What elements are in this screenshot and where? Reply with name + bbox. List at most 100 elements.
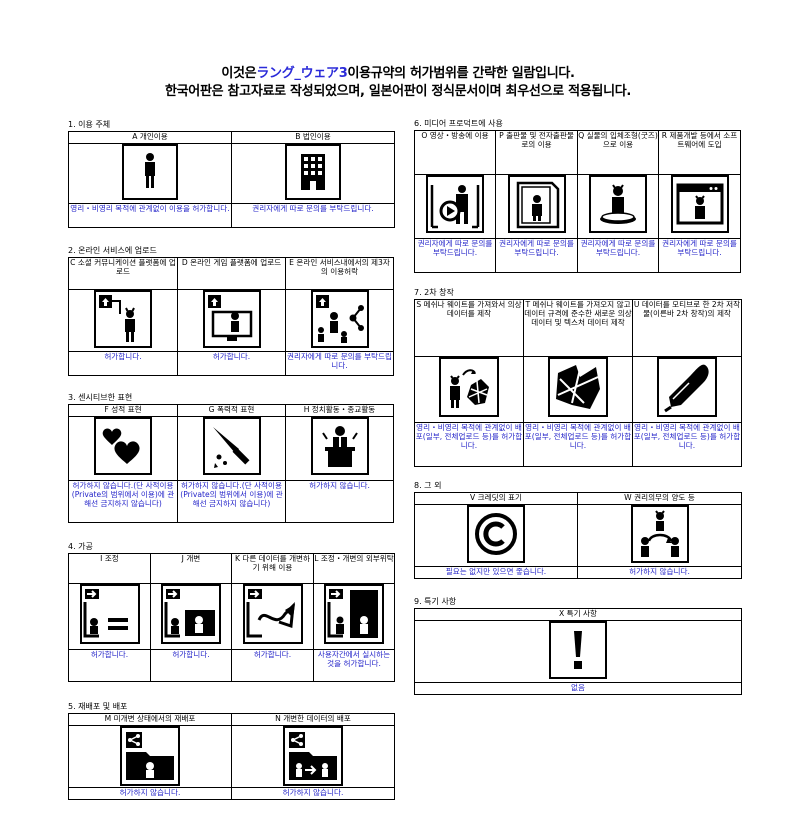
transfer-icon — [630, 505, 689, 563]
header-line-2: 한국어판은 참고자료로 작성되었으며, 일본어판이 정식문서이며 최우선으로 적… — [164, 84, 632, 99]
section-processing: 4. 가공 I 조정 J 개변 K 다른 데이터를 개변하기 위해 이용 L 조… — [68, 542, 395, 682]
section-title: 5. 재배포 및 배포 — [68, 702, 128, 711]
cell-permission: 허가하지 않습니다. — [285, 480, 394, 523]
modify-icon — [161, 584, 221, 644]
cell-label: B 법인이용 — [231, 131, 395, 144]
hearts-icon — [94, 417, 152, 475]
cell-label: P 출판물 및 전자출판물로의 이용 — [495, 130, 578, 175]
modify-other-icon — [242, 584, 303, 644]
section-table: M 미개변 상태에서의 재배포 N 개변한 데이터의 배포 허가하지 않습니다.… — [68, 713, 395, 800]
publication-icon — [507, 175, 566, 233]
cell-label: N 개변한 데이터의 배포 — [231, 713, 395, 726]
upload-person-icon — [94, 290, 152, 348]
section-title: 2. 온라인 서비스에 업로드 — [68, 246, 157, 255]
knife-icon — [202, 417, 261, 475]
header-text: 이용규약의 허가범위를 간략한 일람입니다. — [347, 66, 575, 81]
mesh-costume-icon — [439, 357, 499, 417]
cell-permission: 허가하지 않습니다. — [577, 566, 742, 579]
cell-label: K 다른 데이터를 개변하기 위해 이용 — [231, 553, 314, 584]
cell-permission: 허가합니다. — [68, 351, 178, 376]
cell-label: X 특기 사항 — [414, 608, 742, 621]
section-table: X 특기 사항 없음 — [414, 608, 742, 695]
cell-permission: 권리자에게 따로 문의를 부탁드립니다. — [658, 238, 741, 273]
section-table: A 개인이용 B 법인이용 영리・비영리 목적에 관계없이 이용을 허가합니다.… — [68, 131, 395, 228]
header-text: 이것은 — [221, 66, 257, 81]
podium-icon — [310, 417, 369, 475]
cell-permission: 영리・비영리 목적에 관계없이 배포(일부, 전체업로드 등)를 허가합니다. — [523, 422, 633, 467]
section-table: C 소셜 커뮤니케이션 플랫폼에 업로드 D 온라인 게임 플랫폼에 업로드 E… — [68, 257, 394, 376]
cell-label: I 조정 — [68, 553, 151, 584]
section-table: F 성적 표현 G 폭력적 표현 H 정치활동・종교활동 허가하지 않습니다.(… — [68, 404, 394, 523]
section-special-notes: 9. 특기 사항 X 특기 사항 없음 — [414, 597, 742, 695]
cell-permission: 영리・비영리 목적에 관계없이 이용을 허가합니다. — [68, 203, 232, 228]
building-icon — [285, 144, 341, 200]
person-icon — [122, 144, 178, 200]
cell-label: H 정치활동・종교활동 — [285, 404, 394, 417]
cell-permission: 허가합니다. — [68, 649, 151, 682]
section-title: 1. 이용 주체 — [68, 120, 111, 129]
section-secondary-creation: 7. 2차 창작 S 메쉬나 웨이트를 가져와서 의상 데이터를 제작 T 메쉬… — [414, 288, 742, 467]
section-table: O 영상・방송에 이용 P 출판물 및 전자출판물로의 이용 Q 실물의 입체조… — [414, 130, 741, 273]
brand-name: ラング_ウェア3 — [256, 66, 348, 81]
cell-permission: 권리자에게 따로 문의를 부탁드립니다. — [285, 351, 394, 376]
section-title: 6. 미디어 프로덕트에 사용 — [414, 119, 503, 128]
software-window-icon — [670, 175, 729, 233]
cell-label: E 온라인 서비스내에서의 제3자의 이용허락 — [285, 257, 394, 290]
cell-label: U 데이터를 모티브로 한 2차 저작물(이른바 2차 창작)의 제작 — [632, 299, 742, 357]
redistribute-folder-icon — [120, 726, 180, 786]
cell-label: V 크레딧의 표기 — [414, 492, 578, 505]
section-table: S 메쉬나 웨이트를 가져와서 의상 데이터를 제작 T 메쉬나 웨이트를 가져… — [414, 299, 742, 467]
cell-permission: 권리자에게 따로 문의를 부탁드립니다. — [577, 238, 659, 273]
section-usage-subject: 1. 이용 주체 A 개인이용 B 법인이용 영리・비영리 목적에 관계없이 이… — [68, 120, 395, 228]
cell-permission: 허가하지 않습니다.(단 사적이용(Private의 범위에서 이용)에 관해선… — [177, 480, 286, 523]
cell-label: F 성적 표현 — [68, 404, 178, 417]
cell-label: A 개인이용 — [68, 131, 232, 144]
cell-label: R 제품개발 등에서 소프트웨어에 도입 — [658, 130, 741, 175]
cell-permission: 권리자에게 따로 문의를 부탁드립니다. — [231, 203, 395, 228]
cell-permission: 사용자간에서 실시하는 것을 허가합니다. — [313, 649, 395, 682]
cell-label: W 권리의무의 양도 등 — [577, 492, 742, 505]
pen-icon — [657, 357, 717, 417]
cell-label: D 온라인 게임 플랫폼에 업로드 — [177, 257, 286, 290]
cell-label: Q 실물의 입체조형(굿즈)으로 이용 — [577, 130, 659, 175]
video-icon — [426, 175, 484, 233]
section-title: 7. 2차 창작 — [414, 288, 454, 297]
cell-permission: 필요는 없지만 있으면 좋습니다. — [414, 566, 578, 579]
section-media-product: 6. 미디어 프로덕트에 사용 O 영상・방송에 이용 P 출판물 및 전자출판… — [414, 119, 741, 273]
cell-permission: 허가하지 않습니다. — [68, 787, 232, 800]
section-title: 8. 그 외 — [414, 481, 442, 490]
header-line-1: 이것은ラング_ウェア3이용규약의 허가범위를 간략한 일람입니다. — [0, 62, 796, 81]
section-sensitive-expression: 3. 센시티브한 표현 F 성적 표현 G 폭력적 표현 H 정치활동・종교활동… — [68, 393, 394, 523]
cell-label: C 소셜 커뮤니케이션 플랫폼에 업로드 — [68, 257, 178, 290]
section-table: V 크레딧의 표기 W 권리의무의 양도 등 필요는 없지만 있으면 좋습니다.… — [414, 492, 742, 579]
section-redistribution: 5. 재배포 및 배포 M 미개변 상태에서의 재배포 N 개변한 데이터의 배… — [68, 702, 395, 800]
cell-label: T 메쉬나 웨이트를 가져오지 않고 데이터 규격에 준수한 새로운 의상 데이… — [523, 299, 633, 357]
cell-permission: 권리자에게 따로 문의를 부탁드립니다. — [495, 238, 578, 273]
cell-label: L 조정・개변의 외부위탁 — [313, 553, 395, 584]
cell-permission: 영리・비영리 목적에 관계없이 배포(일부, 전체업로드 등)를 허가합니다. — [632, 422, 742, 467]
section-title: 4. 가공 — [68, 542, 93, 551]
cell-permission: 허가합니다. — [150, 649, 232, 682]
cell-label: G 폭력적 표현 — [177, 404, 286, 417]
cell-label: J 개변 — [150, 553, 232, 584]
adjust-icon — [79, 584, 140, 644]
cell-permission: 허가합니다. — [231, 649, 314, 682]
exclamation-icon — [549, 621, 607, 679]
cell-label: O 영상・방송에 이용 — [414, 130, 496, 175]
cell-permission: 허가하지 않습니다.(단 사적이용(Private의 범위에서 이용)에 관해선… — [68, 480, 178, 523]
section-title: 3. 센시티브한 표현 — [68, 393, 133, 402]
cell-permission: 영리・비영리 목적에 관계없이 배포(일부, 전체업로드 등)를 허가합니다. — [414, 422, 524, 467]
cell-permission: 허가합니다. — [177, 351, 286, 376]
cell-permission: 허가하지 않습니다. — [231, 787, 395, 800]
upload-share-icon — [310, 290, 369, 348]
cell-label: M 미개변 상태에서의 재배포 — [68, 713, 232, 726]
section-online-upload: 2. 온라인 서비스에 업로드 C 소셜 커뮤니케이션 플랫폼에 업로드 D 온… — [68, 246, 394, 376]
copyright-icon — [467, 505, 525, 563]
distribute-modified-icon — [283, 726, 343, 786]
cell-permission: 권리자에게 따로 문의를 부탁드립니다. — [414, 238, 496, 273]
cell-permission: 없음 — [414, 682, 742, 695]
section-table: I 조정 J 개변 K 다른 데이터를 개변하기 위해 이용 L 조정・개변의 … — [68, 553, 395, 682]
new-costume-icon — [548, 357, 608, 417]
section-other: 8. 그 외 V 크레딧의 표기 W 권리의무의 양도 등 필요는 없지만 있으… — [414, 481, 742, 579]
section-title: 9. 특기 사항 — [414, 597, 457, 606]
